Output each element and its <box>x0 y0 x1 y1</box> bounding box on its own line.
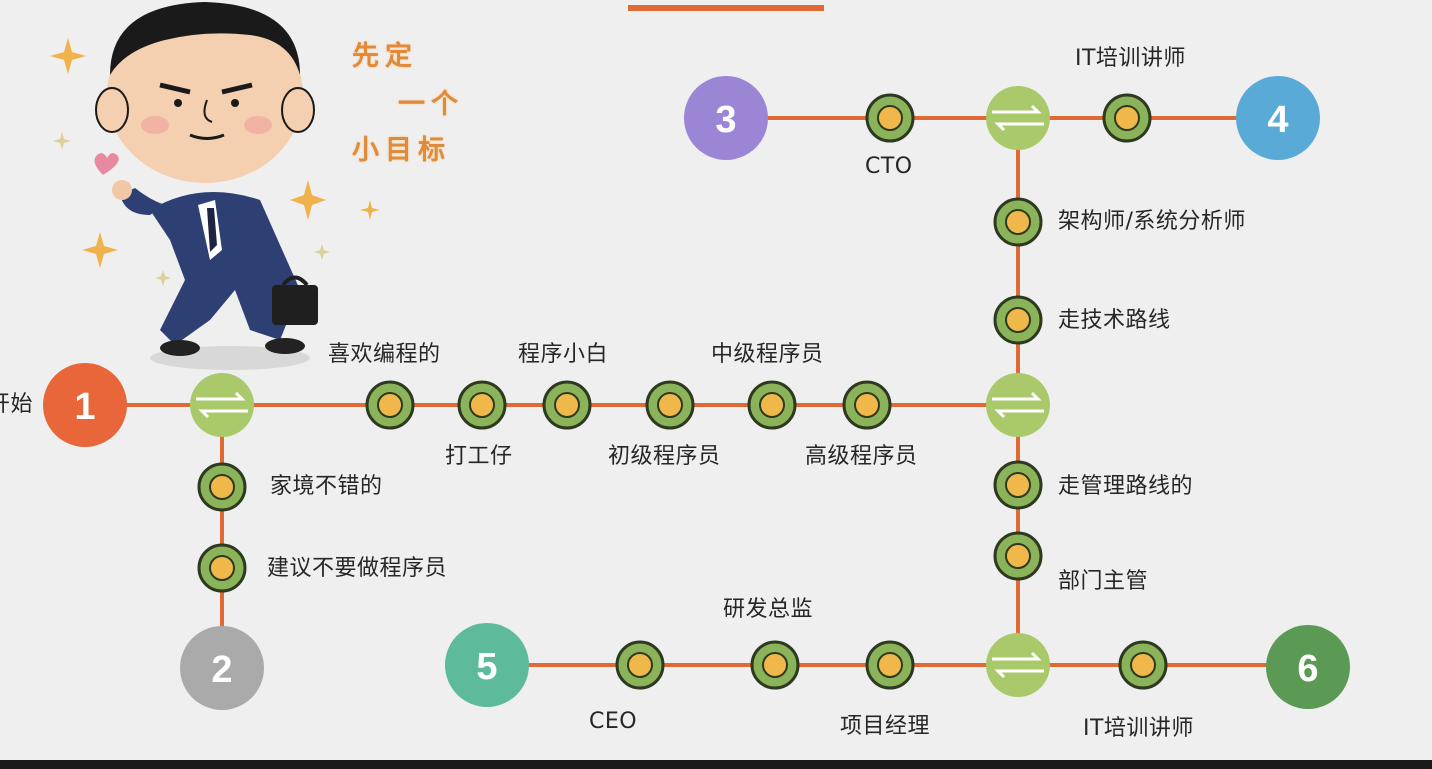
interchange-nodes <box>190 86 1050 697</box>
station-dept-head <box>993 531 1043 581</box>
terminal-3-label: 3 <box>715 99 736 141</box>
terminal-1-label: 1 <box>74 386 95 428</box>
station-cto <box>865 93 915 143</box>
station-likes-programming <box>365 380 415 430</box>
terminal-2-label: 2 <box>211 649 232 691</box>
slogan-line-3: 小目标 <box>352 135 451 166</box>
label-rd-director: 研发总监 <box>723 597 814 622</box>
station-dagongzai <box>457 380 507 430</box>
label-mid: 中级程序员 <box>711 342 824 367</box>
label-senior: 高级程序员 <box>805 444 918 469</box>
label-architect: 架构师/系统分析师 <box>1058 209 1246 234</box>
station-rd-director <box>750 640 800 690</box>
businessman-illustration <box>95 2 318 370</box>
label-rich-family: 家境不错的 <box>270 474 383 499</box>
interchange-middle <box>986 373 1050 437</box>
label-dagongzai: 打工仔 <box>445 444 513 469</box>
interchange-bottom <box>986 633 1050 697</box>
terminal-3: 3 <box>684 76 768 160</box>
terminal-1: 1 <box>43 363 127 447</box>
label-tech-route: 走技术路线 <box>1058 308 1171 333</box>
interchange-top <box>986 86 1050 150</box>
terminal-2: 2 <box>180 626 264 710</box>
terminal-6-label: 6 <box>1297 648 1318 690</box>
station-it-trainer-top <box>1102 93 1152 143</box>
station-rich-family <box>197 462 247 512</box>
start-label: 开始 <box>0 392 34 417</box>
station-ceo <box>615 640 665 690</box>
top-accent-bar <box>628 5 824 11</box>
station-mid <box>747 380 797 430</box>
label-likes-programming: 喜欢编程的 <box>328 342 441 367</box>
label-cto: CTO <box>865 154 913 179</box>
station-junior <box>645 380 695 430</box>
label-it-trainer-top: IT培训讲师 <box>1075 46 1186 71</box>
station-advice <box>197 543 247 593</box>
station-senior <box>842 380 892 430</box>
slogan-line-2: 一个 <box>398 89 464 120</box>
heart-icon <box>94 153 119 175</box>
label-ceo: CEO <box>589 709 638 734</box>
interchange-start <box>190 373 254 437</box>
label-rookie: 程序小白 <box>518 342 609 367</box>
station-architect <box>993 197 1043 247</box>
label-mgmt-route: 走管理路线的 <box>1058 474 1194 499</box>
station-project-manager <box>865 640 915 690</box>
label-advice: 建议不要做程序员 <box>267 556 448 581</box>
terminal-6: 6 <box>1266 625 1350 709</box>
terminals: 1 2 3 4 5 6 <box>43 76 1350 710</box>
label-project-manager: 项目经理 <box>840 714 931 739</box>
terminal-5: 5 <box>445 623 529 707</box>
station-mgmt-route <box>993 460 1043 510</box>
station-it-trainer-bottom <box>1118 640 1168 690</box>
slogan-line-1: 先定 <box>352 41 418 72</box>
label-dept-head: 部门主管 <box>1058 569 1149 594</box>
sparkle-icons <box>50 38 380 286</box>
label-it-trainer-bottom: IT培训讲师 <box>1083 716 1194 741</box>
terminal-4-label: 4 <box>1267 99 1288 141</box>
label-junior: 初级程序员 <box>608 444 721 469</box>
stations <box>197 93 1168 690</box>
station-tech-route <box>993 295 1043 345</box>
station-rookie <box>542 380 592 430</box>
terminal-4: 4 <box>1236 76 1320 160</box>
bottom-bar <box>0 760 1432 769</box>
terminal-5-label: 5 <box>476 646 497 688</box>
